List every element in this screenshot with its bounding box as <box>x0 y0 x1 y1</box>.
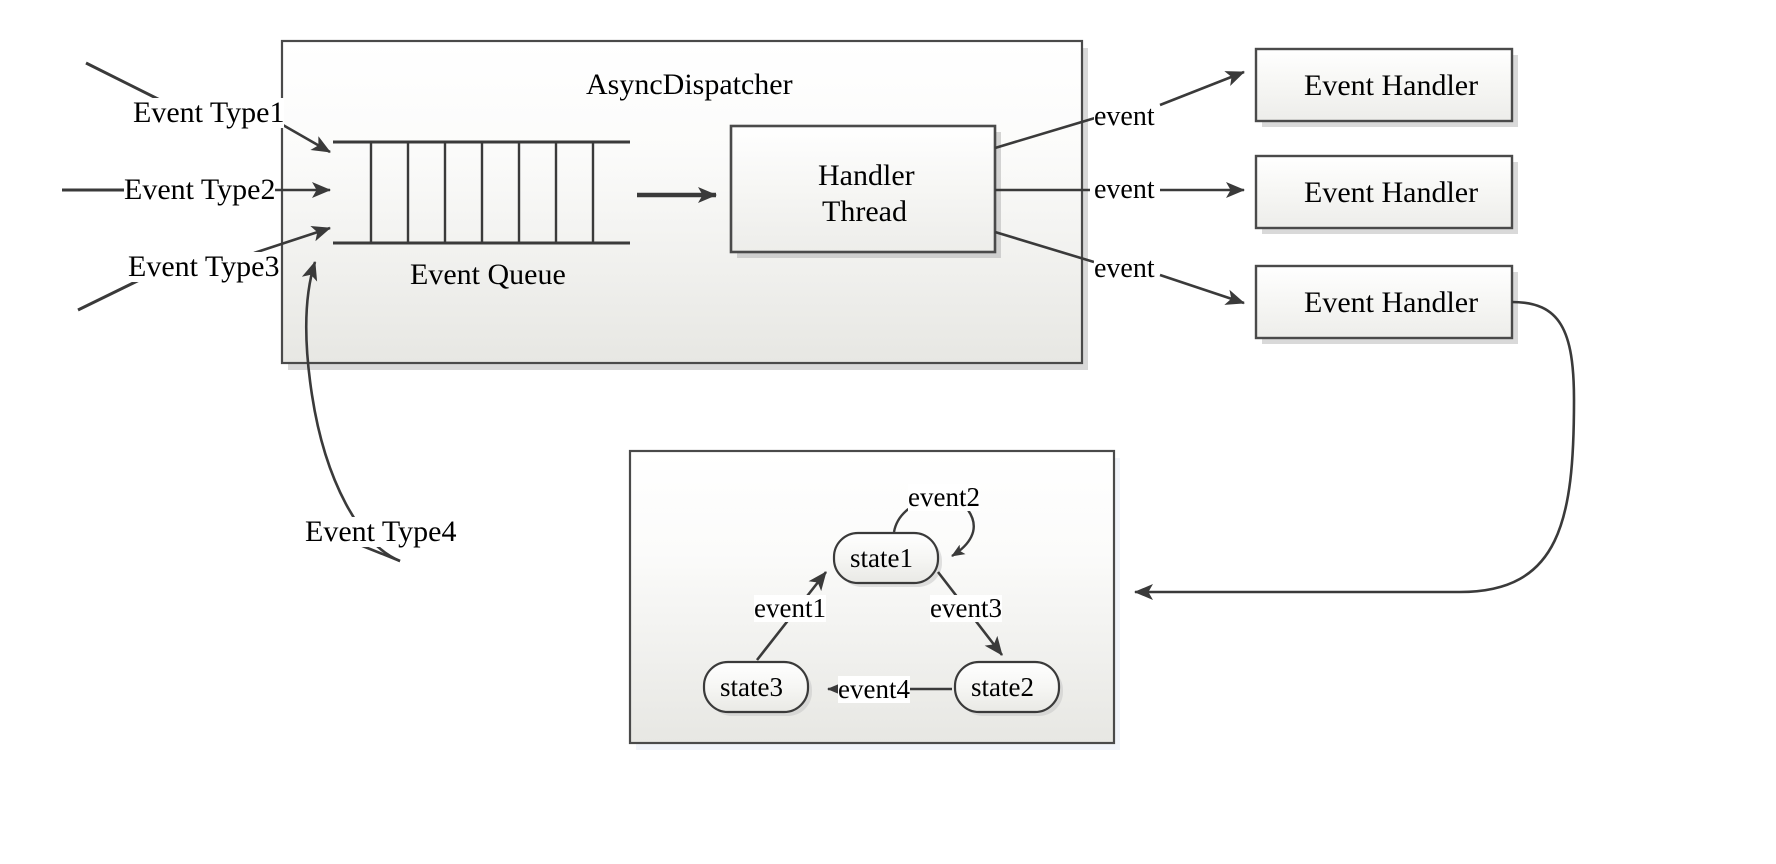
dispatch-arrow-3 <box>1159 273 1245 305</box>
input-label-event-type4: Event Type4 <box>305 515 457 548</box>
transition-label-event2: event2 <box>908 482 980 512</box>
input-label-event-type3: Event Type3 <box>128 250 280 283</box>
dispatch-arrow-1 <box>1159 70 1245 107</box>
handler-thread-box <box>729 124 1001 258</box>
dispatch-label-3: event <box>1094 253 1155 284</box>
asyncdispatcher-title: AsyncDispatcher <box>586 68 793 101</box>
handler-thread-line2: Thread <box>822 195 907 228</box>
state3-label: state3 <box>720 672 783 702</box>
event-queue-glyph <box>333 140 630 245</box>
event-handler-label-1: Event Handler <box>1304 69 1479 102</box>
state2-label: state2 <box>971 672 1034 702</box>
feedback-curve <box>1134 300 1576 600</box>
state1-label: state1 <box>850 543 913 573</box>
input-label-event-type1: Event Type1 <box>133 96 285 129</box>
event-handler-label-2: Event Handler <box>1304 176 1479 209</box>
dispatch-label-1: event <box>1094 101 1155 132</box>
event-handler-label-3: Event Handler <box>1304 286 1479 319</box>
state-machine-box <box>628 449 1120 750</box>
transition-label-event4: event4 <box>838 674 910 704</box>
dispatch-label-2: event <box>1094 174 1155 205</box>
event-queue-label: Event Queue <box>410 258 566 291</box>
transition-label-event1: event1 <box>754 593 826 623</box>
handler-thread-line1: Handler <box>818 159 915 192</box>
transition-label-event3: event3 <box>930 593 1002 623</box>
input-label-event-type2: Event Type2 <box>124 173 276 206</box>
